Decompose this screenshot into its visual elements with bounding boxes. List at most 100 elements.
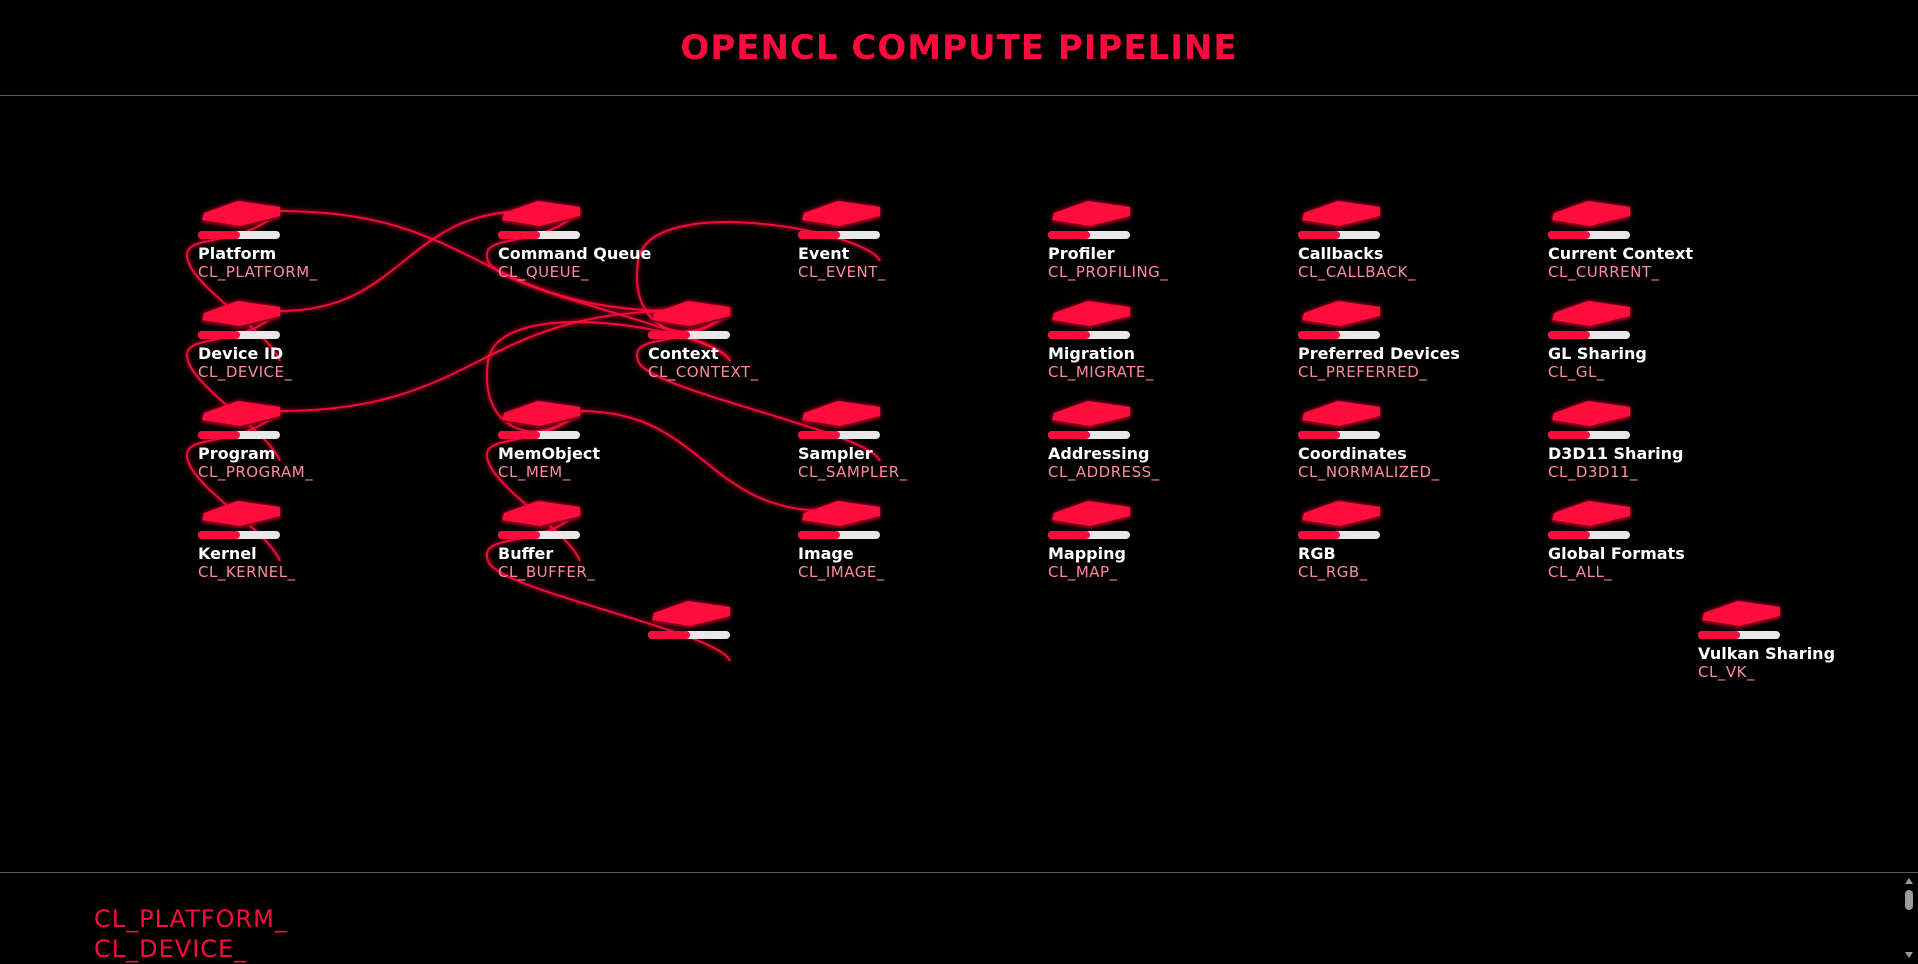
node-slab-icon	[502, 401, 580, 427]
scroll-down-icon[interactable]	[1905, 952, 1913, 958]
node-bar-fill	[1298, 331, 1340, 339]
node-slab-icon	[202, 201, 280, 227]
node-code: CL_KERNEL_	[198, 563, 296, 582]
node-code: CL_QUEUE_	[498, 263, 589, 282]
node-title: Callbacks	[1298, 244, 1383, 263]
node-code: CL_PROGRAM_	[198, 463, 313, 482]
node-slab-icon	[802, 201, 880, 227]
node-code: CL_MEM_	[498, 463, 571, 482]
node-title: Profiler	[1048, 244, 1115, 263]
node-slab-edge	[1551, 416, 1631, 429]
node-slab-icon	[1552, 301, 1630, 327]
node-slab-icon	[652, 601, 730, 627]
node-slab-icon	[502, 201, 580, 227]
node-bar-fill	[648, 631, 690, 639]
node-bar-fill	[798, 531, 840, 539]
node-code: CL_ADDRESS_	[1048, 463, 1160, 482]
node-slab-icon	[1552, 501, 1630, 527]
node-title: Vulkan Sharing	[1698, 644, 1835, 663]
node-slab-edge	[1301, 216, 1381, 229]
node-slab-edge	[801, 216, 881, 229]
node-slab-edge	[501, 516, 581, 529]
node-slab-edge	[1551, 516, 1631, 529]
node-slab-icon	[1702, 601, 1780, 627]
node-code: CL_NORMALIZED_	[1298, 463, 1440, 482]
node-slab-edge	[801, 516, 881, 529]
node-bar-fill	[498, 431, 540, 439]
node-slab-edge	[1301, 416, 1381, 429]
node-title: Platform	[198, 244, 276, 263]
node-slab-icon	[1302, 501, 1380, 527]
node-title: Kernel	[198, 544, 257, 563]
node-slab-icon	[202, 401, 280, 427]
node-bar-fill	[1048, 331, 1090, 339]
node-slab-edge	[201, 516, 281, 529]
node-title: Device ID	[198, 344, 283, 363]
node-slab-edge	[1551, 216, 1631, 229]
footer-line-1: CL_PLATFORM_	[94, 905, 288, 933]
link-device-queue	[279, 210, 529, 312]
node-unnamed[interactable]	[648, 601, 731, 639]
node-bar-fill	[1048, 431, 1090, 439]
node-slab-edge	[1551, 316, 1631, 329]
node-code: CL_IMAGE_	[798, 563, 885, 582]
node-code: CL_GL_	[1548, 363, 1605, 382]
node-title: Migration	[1048, 344, 1135, 363]
node-code: CL_CONTEXT_	[648, 363, 759, 382]
node-slab-icon	[1052, 201, 1130, 227]
node-title: Event	[798, 244, 850, 263]
node-bar-fill	[1548, 231, 1590, 239]
node-title: Buffer	[498, 544, 553, 563]
node-title: RGB	[1298, 544, 1336, 563]
footer-scrollbar[interactable]	[1902, 874, 1916, 962]
footer-panel: CL_PLATFORM_ CL_DEVICE_	[0, 872, 1918, 964]
node-slab-edge	[1051, 416, 1131, 429]
node-bar-fill	[1048, 231, 1090, 239]
scroll-thumb[interactable]	[1905, 890, 1913, 910]
node-slab-icon	[1552, 201, 1630, 227]
scroll-up-icon[interactable]	[1905, 878, 1913, 884]
node-slab-icon	[1302, 301, 1380, 327]
header: OPENCL COMPUTE PIPELINE	[0, 0, 1918, 96]
node-bar-fill	[798, 431, 840, 439]
node-slab-edge	[651, 616, 731, 629]
node-code: CL_D3D11_	[1548, 463, 1638, 482]
node-slab-icon	[502, 501, 580, 527]
node-slab-icon	[802, 401, 880, 427]
node-slab-icon	[1052, 401, 1130, 427]
node-title: GL Sharing	[1548, 344, 1647, 363]
node-slab-icon	[1552, 401, 1630, 427]
node-code: CL_VK_	[1698, 663, 1755, 682]
node-title: Image	[798, 544, 854, 563]
node-bar-fill	[198, 431, 240, 439]
node-code: CL_SAMPLER_	[798, 463, 908, 482]
node-code: CL_MIGRATE_	[1048, 363, 1154, 382]
node-code: CL_ALL_	[1548, 563, 1612, 582]
